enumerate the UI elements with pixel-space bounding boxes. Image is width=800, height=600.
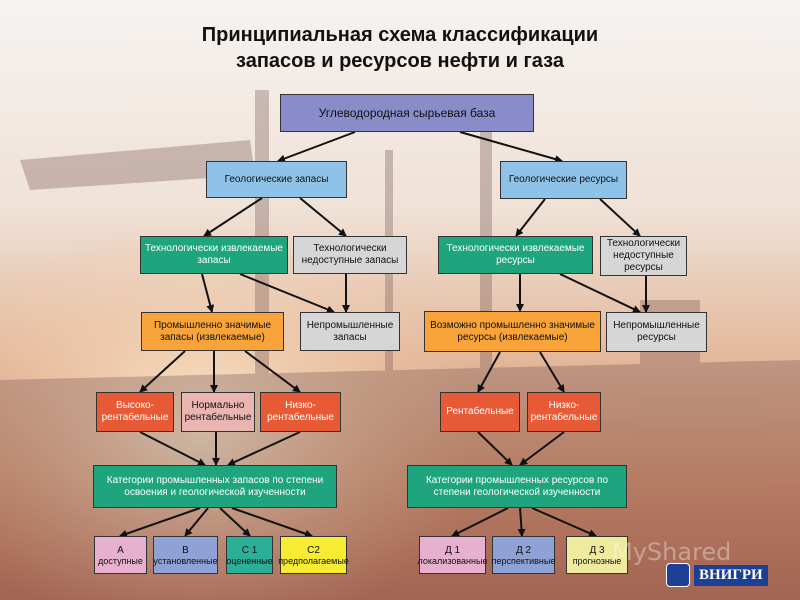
root-box: Углеводородная сырьевая база	[280, 94, 534, 132]
categories-reserves-box: Категории промышленных запасов по степен…	[93, 465, 337, 508]
category-a-box: А доступные	[94, 536, 147, 574]
category-d2-letter: Д 2	[515, 544, 532, 556]
category-d2-label: перспективные	[491, 555, 556, 566]
arrow-cat-a	[119, 507, 201, 538]
geo-reserves-box: Геологические запасы	[206, 161, 347, 198]
title-line-1: Принципиальная схема классификации	[201, 24, 599, 46]
arrow-profitable-categories	[477, 431, 513, 466]
category-d3-label: прогнозные	[572, 555, 622, 566]
tech-recoverable-resources-box: Технологически извлекаемые ресурсы	[438, 236, 593, 274]
arrow-cat-b	[184, 507, 209, 537]
tech-inaccessible-resources-box: Технологически недоступные ресурсы	[600, 236, 687, 276]
watermark-text: MyShared	[612, 538, 732, 566]
category-c1-letter: С 1	[241, 544, 258, 556]
category-d1-box: Д 1 локализованные	[417, 536, 488, 574]
category-a-label: доступные	[98, 555, 143, 566]
arrow-lowres-categories	[519, 431, 565, 466]
arrow-tech-industrial	[201, 273, 215, 313]
arrow-industrial-low	[244, 350, 301, 393]
category-c2-label: предполагаемые	[278, 555, 349, 566]
vnigri-logo: ВНИГРИ	[666, 562, 768, 588]
category-a-letter: А	[117, 544, 124, 556]
normal-profit-box: Нормально рентабельные	[181, 392, 255, 432]
category-d1-label: локализованные	[417, 555, 488, 566]
arrow-root-geo-resources	[459, 131, 563, 163]
category-b-label: установленные	[153, 555, 218, 566]
category-b-letter: В	[182, 544, 189, 556]
category-d3-letter: Д 3	[589, 544, 605, 556]
tech-recoverable-reserves-box: Технологически извлекаемые запасы	[140, 236, 288, 274]
arrow-possible-profitable	[477, 351, 501, 393]
category-d1-letter: Д 1	[444, 544, 461, 556]
page-title: Принципиальная схема классификации запас…	[100, 22, 700, 74]
category-c2-box: С2 предполагаемые	[278, 536, 349, 574]
possible-industrial-resources-box: Возможно промышленно значимые ресурсы (и…	[424, 311, 601, 352]
arrow-geo-tech-recoverable	[203, 197, 263, 237]
category-d3-box: Д 3 прогнозные	[566, 536, 628, 574]
arrow-possible-low	[539, 351, 565, 393]
categories-resources-box: Категории промышленных ресурсов по степе…	[407, 465, 627, 508]
title-line-2: запасов и ресурсов нефти и газа	[236, 50, 564, 72]
low-profit-reserves-box: Низко-рентабельные	[260, 392, 341, 432]
high-profit-box: Высоко-рентабельные	[96, 392, 174, 432]
industrial-reserves-box: Промышленно значимые запасы (извлекаемые…	[141, 312, 284, 351]
arrow-high-categories	[139, 431, 206, 466]
category-c1-label: оцененные	[226, 555, 273, 566]
arrow-techres-nonindustrial	[559, 273, 641, 313]
arrow-low-categories	[227, 431, 301, 466]
logo-text: ВНИГРИ	[694, 564, 768, 586]
arrow-georesources-tech-inaccessible	[599, 198, 641, 237]
profitable-box: Рентабельные	[440, 392, 520, 432]
arrow-cat-d2	[517, 507, 526, 537]
arrow-cat-c2	[231, 507, 313, 538]
tech-inaccessible-reserves-box: Технологически недоступные запасы	[293, 236, 407, 274]
arrow-cat-c1	[219, 507, 251, 537]
arrow-cat-d3	[531, 507, 597, 537]
nonindustrial-resources-box: Непромышленные ресурсы	[606, 312, 707, 352]
nonindustrial-reserves-box: Непромышленные запасы	[300, 312, 400, 351]
geo-resources-box: Геологические ресурсы	[500, 161, 627, 199]
low-profit-resources-box: Низко-рентабельные	[527, 392, 601, 432]
category-c1-box: С 1 оцененные	[226, 536, 273, 574]
arrow-industrial-high	[139, 350, 186, 393]
category-c2-letter: С2	[307, 544, 320, 556]
category-b-box: В установленные	[153, 536, 218, 574]
arrow-cat-d1	[451, 507, 509, 537]
arrow-root-geo-reserves	[277, 131, 356, 163]
globe-icon	[666, 563, 690, 587]
arrow-geo-tech-inaccessible	[299, 197, 347, 237]
arrow-georesources-tech-recoverable	[515, 198, 546, 237]
arrow-tech-nonindustrial	[239, 273, 335, 314]
category-d2-box: Д 2 перспективные	[492, 536, 555, 574]
